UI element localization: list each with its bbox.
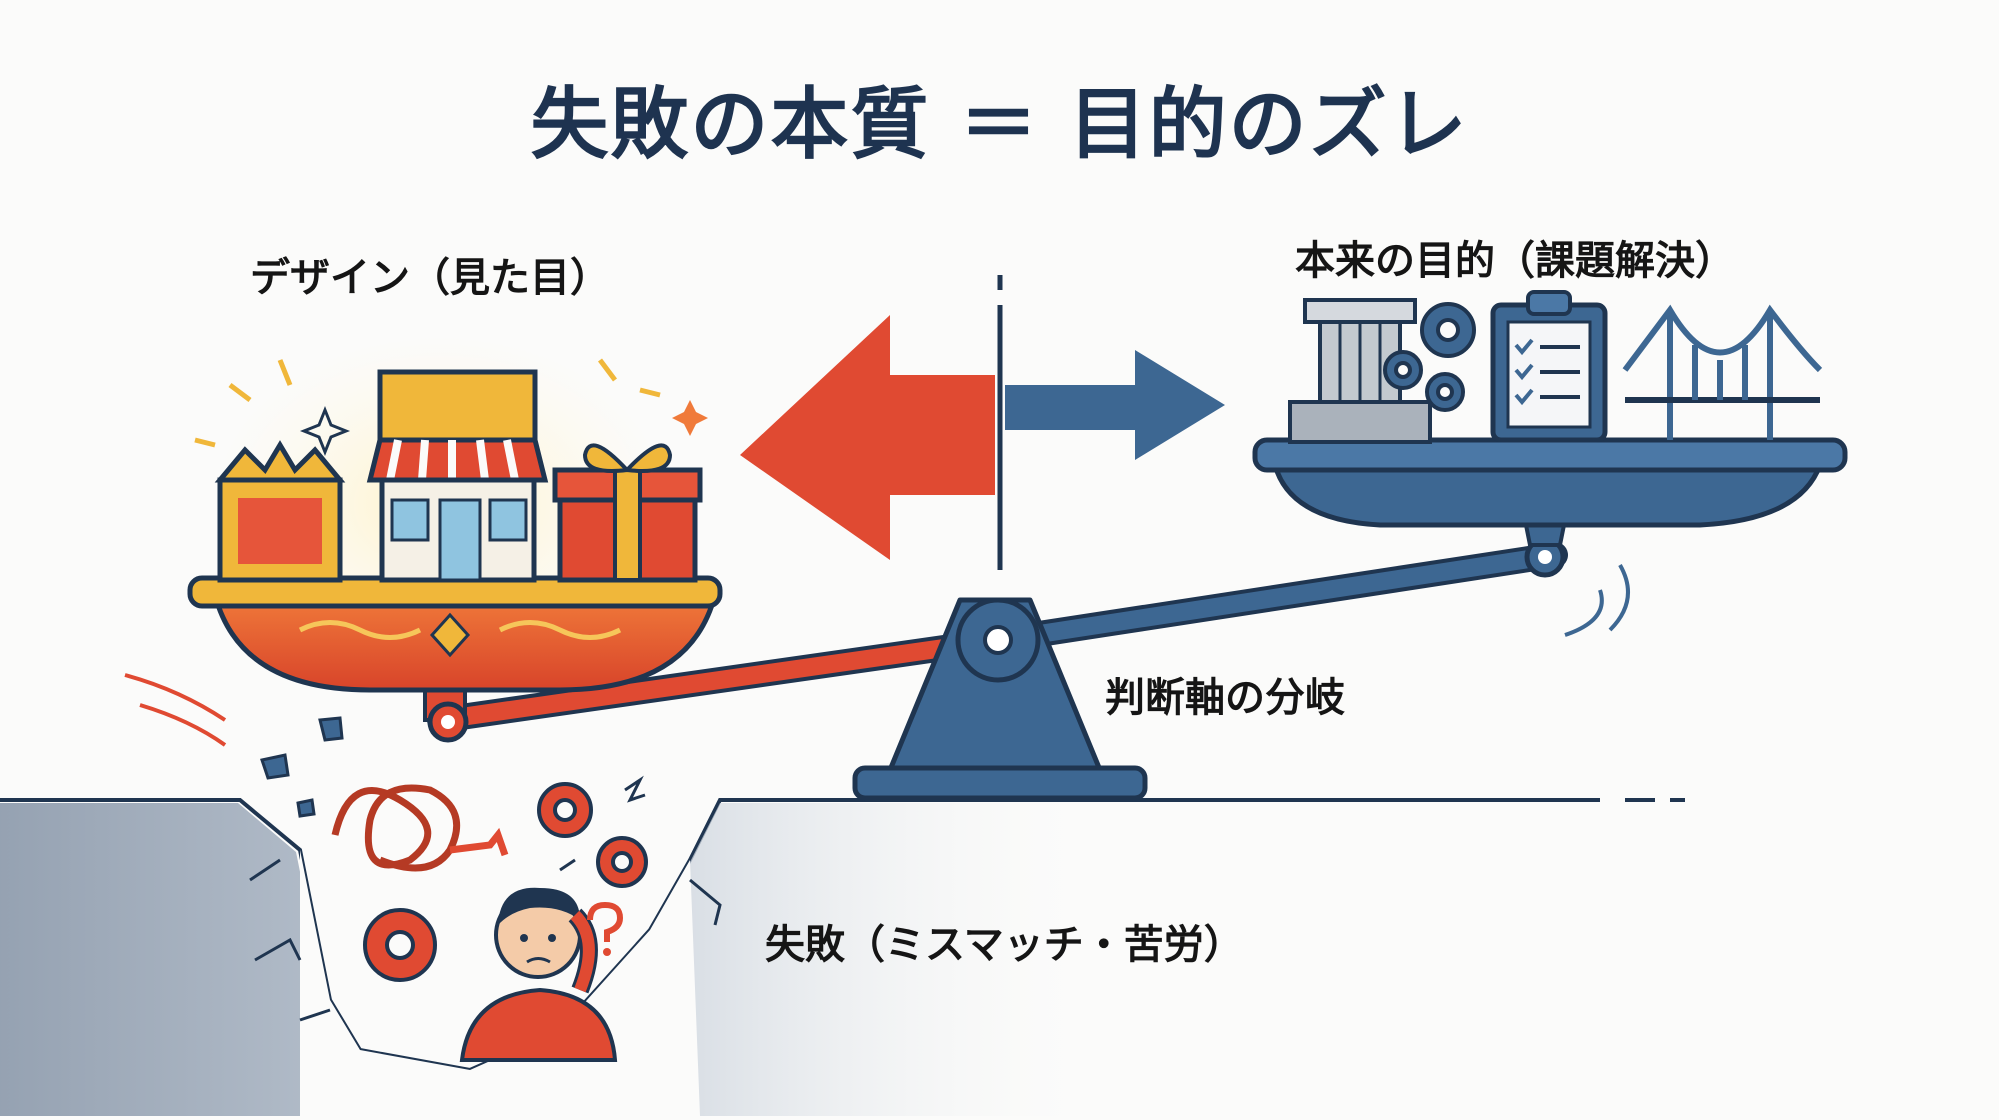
crown-frame-icon [214,440,346,583]
label-branch: 判断軸の分岐 [1105,675,1345,721]
gears-icon [1383,302,1476,412]
sparkle-icon [194,358,708,457]
label-design: デザイン（見た目） [250,255,610,301]
question-mark-icon [587,901,624,956]
red-arrow-left [740,315,995,560]
right-pan [1252,290,1848,578]
gift-box-icon [552,443,703,583]
label-purpose: 本来の目的（課題解決） [1295,238,1735,284]
motion-lines [124,564,1630,747]
left-pan [187,358,723,743]
clipboard-checklist-icon [1490,290,1608,443]
label-failure: 失敗（ミスマッチ・苦労） [765,922,1244,968]
storefront-icon [366,369,549,583]
balance-beam [427,542,1568,733]
confused-person-icon [459,887,618,1062]
tangled-cable-icon [331,784,509,872]
page-title: 失敗の本質 ＝ 目的のズレ [530,80,1469,170]
failure-pit [260,716,648,1062]
blue-arrow-right [1005,350,1225,460]
suspension-bridge-icon [1622,304,1823,440]
stress-marks [559,775,646,872]
fulcrum [852,597,1148,801]
broken-gear-icon [363,782,648,982]
debris [260,716,344,818]
